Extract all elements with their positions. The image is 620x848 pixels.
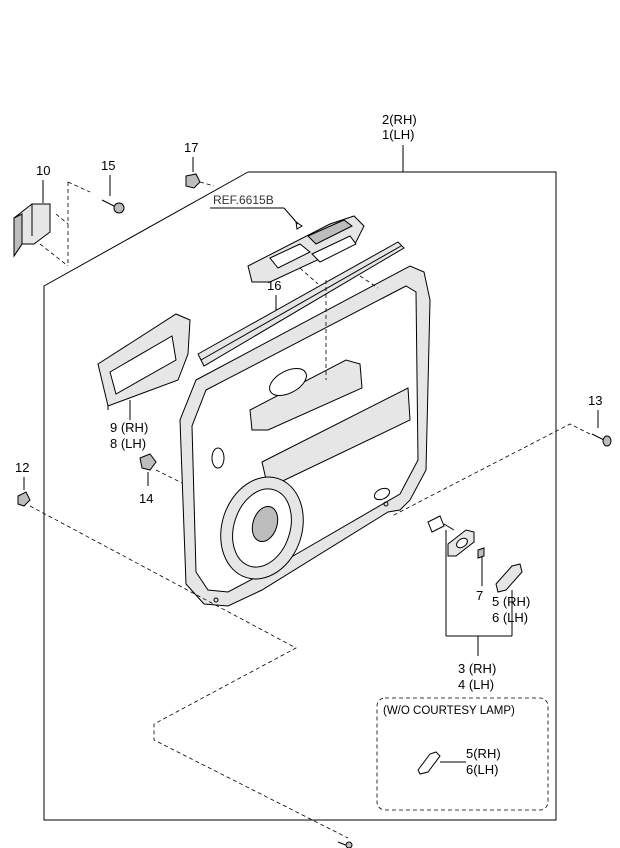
label-part-15[interactable]: 15 [101,158,115,173]
label-part-9[interactable]: 9 (RH) [110,420,148,435]
screw-bottom[interactable] [337,841,353,848]
screw-part-12[interactable]: 12 [15,460,349,839]
label-part-17[interactable]: 17 [184,140,198,155]
bracket-part-10[interactable]: 10 [13,163,91,267]
door-trim-panel[interactable] [179,265,431,607]
clip-part-17[interactable]: 17 [184,140,215,189]
label-part-5-a[interactable]: 5 (RH) [492,594,530,609]
screw-part-15[interactable]: 15 [101,158,125,214]
label-part-7[interactable]: 7 [476,588,483,603]
label-part-12[interactable]: 12 [15,460,29,475]
label-part-2[interactable]: 2(RH) [382,112,417,127]
label-part-13[interactable]: 13 [588,393,602,408]
label-part-6-b[interactable]: 6(LH) [466,762,499,777]
assembly-frame [43,145,557,821]
label-part-14[interactable]: 14 [139,491,153,506]
label-part-3[interactable]: 3 (RH) [458,661,496,676]
label-part-1[interactable]: 1(LH) [382,127,415,142]
label-part-10[interactable]: 10 [36,163,50,178]
power-window-switch-ref[interactable]: REF.6615B [210,193,365,285]
without-courtesy-lamp-box: (W/O COURTESY LAMP) 5(RH) 6(LH) [376,697,549,811]
box-title: (W/O COURTESY LAMP) [383,705,515,717]
pull-handle-part-9[interactable]: 9 (RH) 8 (LH) [97,313,191,451]
label-part-4[interactable]: 4 (LH) [458,677,494,692]
label-ref-6615b[interactable]: REF.6615B [213,193,274,207]
label-part-5-b[interactable]: 5(RH) [466,746,501,761]
screw-part-13[interactable]: 13 [391,393,612,517]
label-part-16[interactable]: 16 [267,278,281,293]
weatherstrip-part-16[interactable]: 16 [197,241,405,367]
label-part-8[interactable]: 8 (LH) [110,436,146,451]
label-part-6-a[interactable]: 6 (LH) [492,610,528,625]
courtesy-lamp-assembly[interactable]: 7 5 (RH) 6 (LH) 3 (RH) 4 (LH) [427,515,530,692]
clip-part-14[interactable]: 14 [139,453,189,506]
